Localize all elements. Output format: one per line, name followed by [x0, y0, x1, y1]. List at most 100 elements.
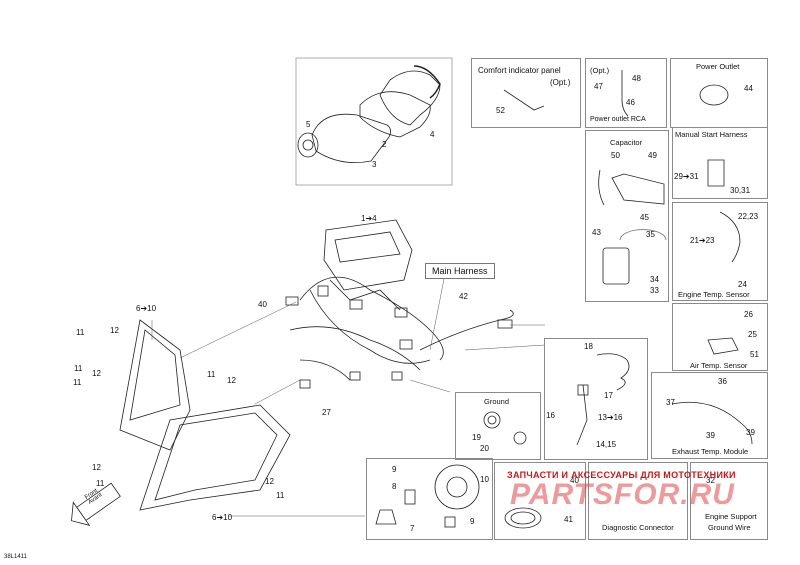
callout-7: 7	[410, 524, 415, 533]
callout-17: 17	[604, 391, 613, 400]
ground-drawing	[483, 411, 527, 445]
callout-22-23: 22,23	[738, 212, 759, 221]
callout-26: 26	[744, 310, 753, 319]
comfort-title: Comfort indicator panel	[478, 66, 561, 75]
callout-3: 3	[372, 160, 377, 169]
manual-start-title: Manual Start Harness	[675, 130, 748, 139]
callout-1-4: 1➔4	[361, 214, 377, 223]
exhaust-temp-box	[651, 372, 768, 459]
callout-45: 45	[640, 213, 649, 222]
callout-29-31: 29➔31	[674, 172, 699, 181]
air-temp-drawing	[707, 337, 739, 355]
callout-9-b: 9	[470, 517, 475, 526]
rca-drawing	[621, 70, 629, 117]
gauge-box-frame	[295, 57, 453, 186]
headlight-housing-drawing	[119, 319, 291, 511]
callout-37: 37	[666, 398, 675, 407]
callout-19: 19	[472, 433, 481, 442]
callout-11-f: 11	[276, 491, 285, 500]
coil-box	[544, 338, 648, 460]
callout-20: 20	[480, 444, 489, 453]
comfort-title-opt: (Opt.)	[550, 78, 571, 87]
ground-title: Ground	[484, 397, 510, 406]
ground-box	[455, 392, 541, 460]
manual-start-drawing	[707, 159, 725, 187]
rca-opt: (Opt.)	[590, 66, 610, 75]
main-harness-drawing	[285, 276, 514, 389]
callout-11-a: 11	[76, 328, 85, 337]
callout-6-10-bottom: 6➔10	[212, 513, 233, 522]
power-rca-box	[585, 58, 667, 128]
callout-12-b: 12	[92, 369, 101, 378]
callout-50: 50	[611, 151, 620, 160]
callout-33: 33	[650, 286, 659, 295]
callout-49: 49	[648, 151, 657, 160]
rca-footer: Power outlet RCA	[590, 116, 646, 123]
callout-10: 10	[480, 475, 489, 484]
callout-11-d: 11	[207, 370, 216, 379]
engine-temp-box	[672, 202, 768, 301]
support-box	[690, 462, 768, 540]
callout-52: 52	[496, 106, 505, 115]
bulb-parts-drawing	[375, 464, 480, 528]
callout-39-a: 39	[706, 431, 715, 440]
diagram-code: 38L1411	[4, 554, 27, 560]
callout-14-15: 14,15	[596, 440, 617, 449]
callout-47: 47	[594, 82, 603, 91]
callout-18: 18	[584, 342, 593, 351]
callout-44: 44	[744, 84, 753, 93]
exhaust-temp-drawing	[671, 401, 753, 445]
callout-16: 16	[546, 411, 555, 420]
diag-box	[588, 462, 688, 540]
callout-51: 51	[750, 350, 759, 359]
callout-5: 5	[306, 120, 311, 129]
callout-27: 27	[322, 408, 331, 417]
instrument-panel-drawing	[323, 219, 413, 291]
callout-6-10-top: 6➔10	[136, 304, 157, 313]
support-footer-1: Engine Support	[705, 512, 757, 521]
power-outlet-drawing	[699, 84, 729, 106]
callout-32: 32	[706, 476, 715, 485]
watermark-logo: PARTSFOR.RU	[510, 478, 735, 511]
front-arrow	[71, 482, 121, 526]
callout-8: 8	[392, 482, 397, 491]
capacitor-box	[585, 130, 669, 302]
callout-11-c: 11	[73, 378, 82, 387]
belt-box	[494, 462, 586, 540]
callout-42: 42	[459, 292, 468, 301]
exhaust-temp-footer: Exhaust Temp. Module	[672, 447, 749, 456]
support-footer-2: Ground Wire	[708, 523, 751, 532]
callout-40-diag: 40	[570, 476, 579, 485]
callout-13-16: 13➔16	[598, 413, 623, 422]
callout-43: 43	[592, 228, 601, 237]
callout-12-c: 12	[227, 376, 236, 385]
manual-start-box	[672, 127, 768, 199]
callout-41: 41	[564, 515, 573, 524]
callout-11-e: 11	[96, 479, 105, 488]
callout-40: 40	[258, 300, 267, 309]
bulb-box	[366, 458, 493, 540]
coil-harness-drawing	[576, 353, 630, 446]
watermark-text: ЗАПЧАСТИ И АКСЕССУАРЫ ДЛЯ МОТОТЕХНИКИ	[507, 470, 736, 480]
callout-2: 2	[382, 140, 387, 149]
comfort-connector-drawing	[503, 89, 545, 111]
main-harness-label: Main Harness	[425, 263, 495, 279]
callout-21-23: 21➔23	[690, 236, 715, 245]
diag-footer: Diagnostic Connector	[602, 523, 674, 532]
callout-12-d: 12	[92, 463, 101, 472]
callout-46: 46	[626, 98, 635, 107]
callout-24: 24	[738, 280, 747, 289]
engine-temp-footer: Engine Temp. Sensor	[678, 290, 750, 299]
power-outlet-title: Power Outlet	[696, 62, 740, 71]
callout-48: 48	[632, 74, 641, 83]
callout-12-a: 12	[110, 326, 119, 335]
callout-34: 34	[650, 275, 659, 284]
callout-39-b: 39	[746, 428, 755, 437]
capacitor-drawing	[598, 169, 667, 285]
callout-36: 36	[718, 377, 727, 386]
gauge-cluster-drawing	[297, 65, 441, 164]
air-temp-footer: Air Temp. Sensor	[690, 361, 748, 370]
callout-4: 4	[430, 130, 435, 139]
